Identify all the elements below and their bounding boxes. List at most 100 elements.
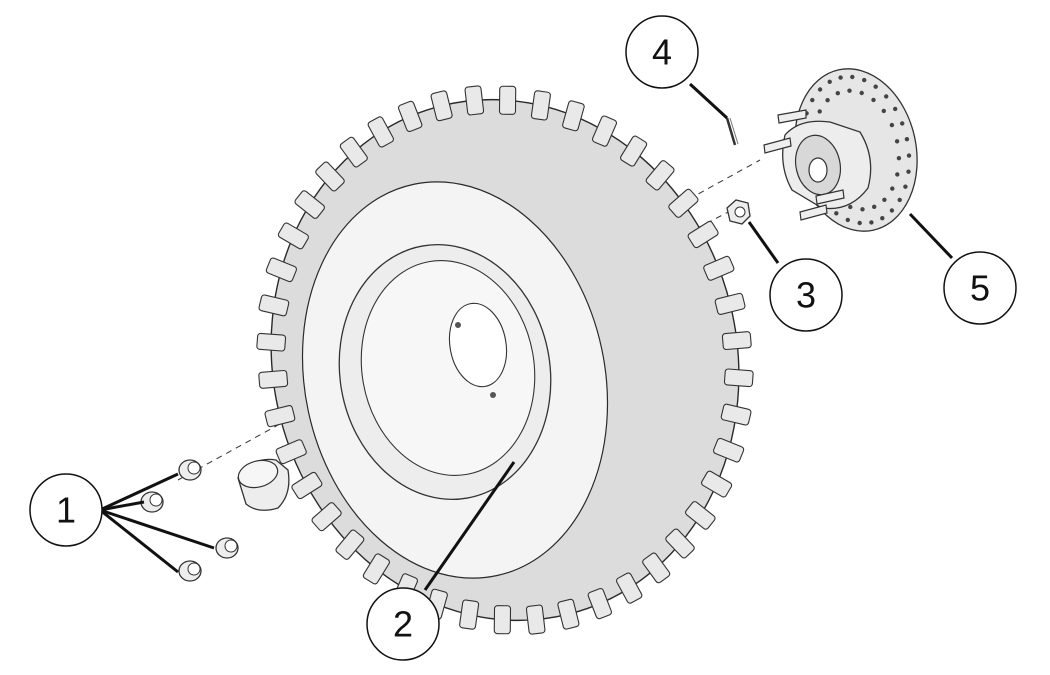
rim-stud-hole	[455, 322, 461, 328]
tread-lug	[587, 587, 613, 620]
tread-lug	[397, 100, 423, 133]
lug-nuts	[140, 459, 239, 582]
vent-hole	[827, 79, 832, 85]
lug-nut	[140, 491, 164, 513]
wheel-studs	[763, 109, 845, 221]
tread-lug	[464, 85, 485, 116]
callout-circle	[943, 251, 1017, 325]
tread-lug	[265, 257, 298, 283]
callout-5: 5	[943, 251, 1017, 325]
castle-nut	[726, 199, 751, 225]
tread-lug	[615, 572, 643, 604]
tread-lug	[362, 553, 390, 585]
vent-hole	[894, 139, 900, 144]
vent-hole	[873, 84, 878, 89]
vent-hole	[871, 97, 876, 103]
cotter-pin	[725, 117, 739, 146]
tread-lug	[256, 332, 287, 352]
vent-hole	[904, 137, 910, 142]
callout-2: 2	[366, 587, 440, 661]
leader-5	[908, 212, 954, 260]
leader-lines	[99, 82, 954, 591]
tread-lug	[703, 255, 735, 281]
callout-label-5: 5	[970, 268, 990, 309]
vent-hole	[850, 74, 855, 80]
vent-hole	[900, 121, 905, 126]
vent-hole	[838, 75, 843, 80]
tread-lug	[642, 552, 671, 584]
hub-cap	[237, 458, 290, 511]
vent-hole	[834, 211, 839, 216]
leader-2	[423, 461, 516, 591]
leader-1c	[99, 508, 215, 550]
rim-center-bore	[448, 302, 508, 388]
lug-nut	[215, 537, 239, 559]
vent-hole	[872, 204, 877, 209]
tread-lug	[315, 161, 345, 192]
vent-hole	[897, 197, 902, 203]
callout-label-2: 2	[393, 604, 413, 645]
tire-tread-lugs	[256, 85, 754, 635]
vent-hole	[895, 172, 900, 177]
tread-lug	[311, 502, 342, 532]
callout-circle	[769, 258, 843, 332]
tread-lug	[701, 470, 733, 498]
tread-lug	[430, 90, 453, 122]
leader-4	[688, 82, 729, 120]
vent-hole	[860, 207, 865, 212]
tread-lug	[264, 405, 296, 428]
vent-hole	[869, 220, 874, 225]
tread-lug	[645, 160, 675, 191]
vent-hole	[906, 169, 911, 174]
tread-lug	[668, 188, 699, 218]
tread-lug	[620, 135, 648, 167]
vent-hole	[881, 108, 886, 114]
tread-lug	[367, 116, 395, 148]
tread-lug	[562, 100, 585, 132]
tread-lug	[258, 369, 289, 389]
tread-lug	[525, 604, 546, 635]
brake-disc-hub	[763, 68, 918, 232]
vent-hole	[862, 77, 867, 83]
tread-lug	[712, 437, 745, 463]
vent-hole	[817, 109, 822, 114]
lug-nut	[178, 459, 202, 481]
wheel-rim	[338, 243, 552, 501]
tread-lug	[258, 294, 290, 317]
tread-lug	[335, 529, 365, 560]
vent-hole	[906, 153, 912, 158]
vent-hole	[817, 87, 823, 92]
tread-lug	[665, 528, 695, 559]
callout-4: 4	[625, 15, 699, 89]
vent-hole	[857, 220, 862, 226]
tread-lug	[275, 439, 307, 465]
tread-lug	[714, 292, 746, 315]
vent-hole	[896, 156, 902, 161]
tread-lug	[720, 403, 752, 426]
callout-label-1: 1	[56, 490, 76, 531]
callout-label-4: 4	[652, 32, 672, 73]
vent-hole	[893, 106, 898, 112]
tread-lug	[723, 368, 754, 388]
tread-lug	[339, 136, 368, 168]
vent-hole	[889, 208, 895, 213]
lug-nut	[178, 560, 202, 582]
vent-hole	[848, 204, 853, 210]
tread-lug	[277, 222, 309, 250]
tread-lug	[498, 85, 517, 115]
vent-hole	[890, 186, 895, 191]
tread-lug	[294, 190, 325, 219]
callout-circle	[366, 587, 440, 661]
hub-bore	[808, 157, 828, 183]
tread-lug	[459, 599, 480, 630]
leader-1d	[99, 508, 179, 574]
vent-hole	[859, 90, 864, 96]
tread-lug	[493, 605, 512, 635]
leader-3	[747, 221, 780, 264]
callout-label-3: 3	[796, 275, 816, 316]
callout-circle	[29, 473, 103, 547]
callout-circle	[625, 15, 699, 89]
tread-lug	[291, 471, 323, 500]
leader-1a	[99, 472, 179, 512]
